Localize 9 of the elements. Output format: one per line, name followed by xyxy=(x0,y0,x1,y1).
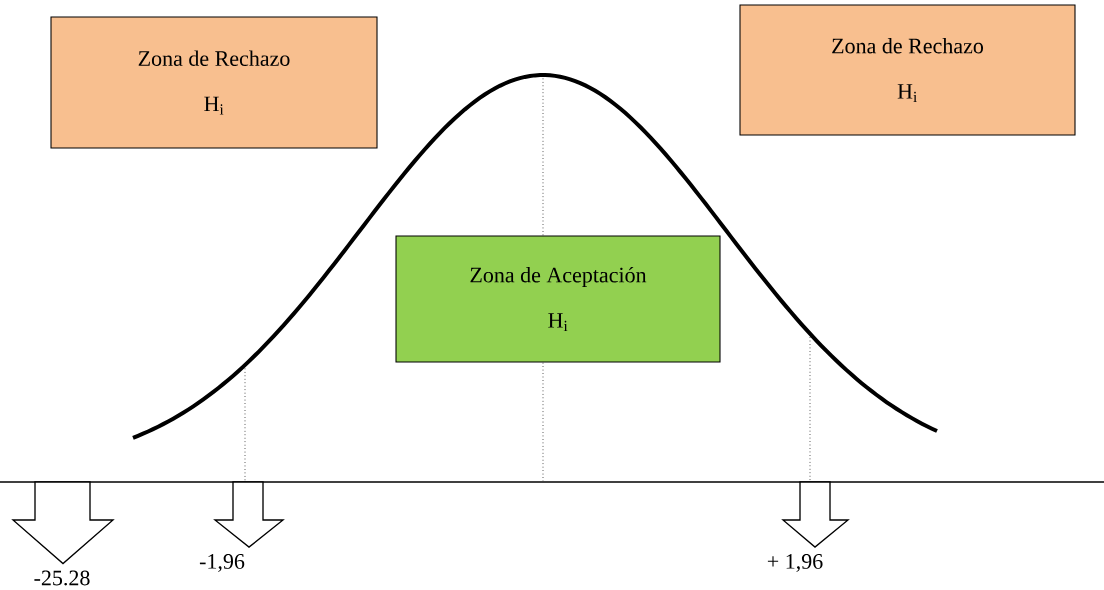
zone-box: Zona de Aceptación H$_{i}$ xyxy=(395,235,721,363)
zone-box: Zona de Rechazo H$_{i}$ xyxy=(739,4,1076,136)
block-arrow xyxy=(213,481,285,548)
value-label: -25.28 xyxy=(34,570,90,586)
value-label: + 1,96 xyxy=(767,554,823,572)
value-label: -1,96 xyxy=(199,554,245,572)
zone-box: Zona de Rechazo H$_{i}$ xyxy=(50,16,378,149)
block-arrow xyxy=(781,481,850,548)
block-arrow xyxy=(11,481,115,565)
